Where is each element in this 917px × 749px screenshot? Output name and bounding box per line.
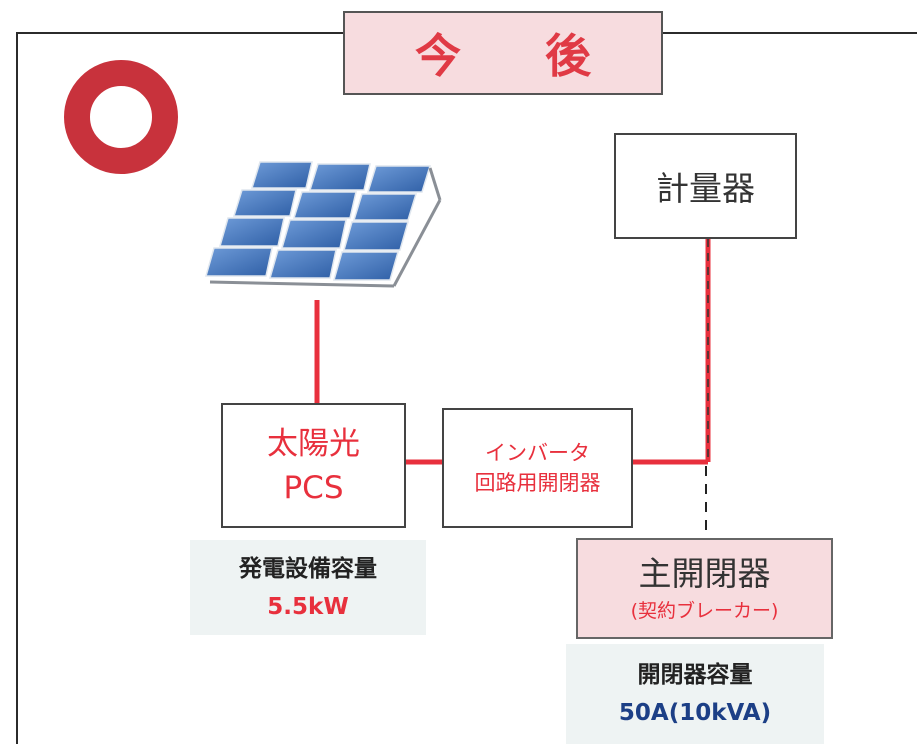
solar-panel-icon — [205, 161, 442, 288]
inverter-breaker-box: インバータ 回路用開閉器 — [442, 408, 633, 528]
main-breaker-line2: (契約ブレーカー) — [630, 599, 779, 622]
meter-label: 計量器 — [656, 169, 755, 208]
inverter-line2: 回路用開閉器 — [474, 471, 601, 495]
solar-pcs-box: 太陽光 PCS — [221, 403, 406, 528]
pcs-line2: PCS — [283, 469, 344, 506]
main-breaker-line1: 主開閉器 — [638, 553, 771, 593]
title-box: 今 後 — [343, 11, 663, 95]
breaker-capacity-label: 開閉器容量 — [637, 662, 753, 688]
generation-capacity-label: 発電設備容量 — [239, 555, 377, 582]
title-text: 今 後 — [414, 29, 625, 83]
meter-box: 計量器 — [614, 133, 797, 239]
pcs-line1: 太陽光 — [267, 425, 360, 462]
inverter-line1: インバータ — [485, 441, 590, 465]
circle-ok-icon — [64, 60, 178, 174]
generation-capacity-panel: 発電設備容量 5.5kW — [190, 540, 426, 635]
breaker-capacity-panel: 開閉器容量 50A(10kVA) — [566, 644, 824, 744]
main-breaker-box: 主開閉器 (契約ブレーカー) — [576, 538, 833, 639]
breaker-capacity-value: 50A(10kVA) — [618, 700, 772, 726]
generation-capacity-value: 5.5kW — [267, 593, 349, 620]
